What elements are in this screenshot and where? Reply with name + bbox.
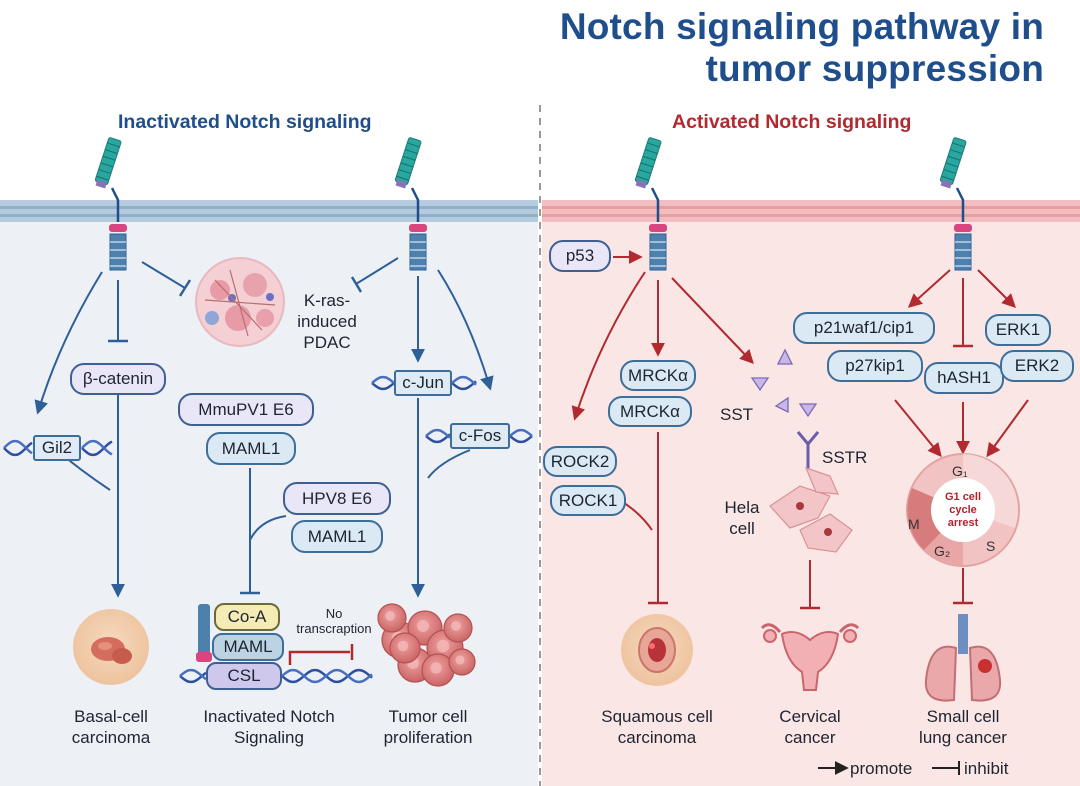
right-section-header: Activated Notch signaling xyxy=(672,111,912,133)
dna-gil2-right xyxy=(81,439,113,457)
c-jun-box: c-Jun xyxy=(394,370,452,396)
arrow-receptor2-to-cfos xyxy=(437,269,494,391)
arrow-notch-to-sst xyxy=(671,277,754,365)
notch-small-receptor-band xyxy=(196,652,212,662)
legend-arrows xyxy=(818,761,960,775)
legend-promote: promote xyxy=(850,759,913,778)
legend-inhibit: inhibit xyxy=(964,759,1009,778)
hela-cells-icon xyxy=(769,467,853,553)
lungs-icon xyxy=(924,614,1002,702)
maml-box: MAML xyxy=(212,633,284,661)
figure-title-line-1: Notch signaling pathway in xyxy=(559,6,1044,47)
rock2-box: ROCK2 xyxy=(543,446,617,477)
phase-s: S xyxy=(986,538,996,554)
hpv8-e6-box: HPV8 E6 xyxy=(283,482,391,515)
membrane-right xyxy=(542,200,1080,222)
notch-receptor-right-1 xyxy=(634,137,667,271)
no-transcription-inhibit xyxy=(288,644,354,665)
inhibit-receptor2-to-pdac xyxy=(355,257,399,285)
uterus-icon xyxy=(760,623,860,691)
notch-receptor-left-1 xyxy=(94,137,127,271)
arrow-notch2-to-p21 xyxy=(907,269,951,308)
arrow-erk-to-cycle xyxy=(986,399,1029,458)
sst-label: SST xyxy=(720,405,754,424)
pdac-tissue-icon xyxy=(195,257,285,347)
p27-box: p27kip1 xyxy=(827,350,923,382)
inhibit-receptor-to-pdac xyxy=(141,261,186,289)
coactivator-box: Co-A xyxy=(214,603,280,631)
p53-box: p53 xyxy=(549,240,611,272)
cell-cycle-diagram xyxy=(906,453,1020,567)
erk2-box: ERK2 xyxy=(1000,350,1074,382)
dna-cjun-left xyxy=(371,375,395,391)
arrow-notch2-to-erk xyxy=(977,269,1016,308)
arrow-receptor-to-gil2 xyxy=(34,271,103,415)
rock1-box: ROCK1 xyxy=(550,485,626,516)
squamous-cell-carcinoma-icon xyxy=(621,614,693,686)
membrane-left xyxy=(0,200,538,222)
mmupv1-e6-box: MmuPV1 E6 xyxy=(178,393,314,426)
notch-small-receptor xyxy=(198,604,210,660)
left-section-header: Inactivated Notch signaling xyxy=(118,111,372,133)
maml1-box-1: MAML1 xyxy=(206,432,296,465)
maml1-box-2: MAML1 xyxy=(291,520,383,553)
phase-m: M xyxy=(908,516,920,532)
dna-cfos-left xyxy=(425,428,451,444)
notch-receptor-right-2 xyxy=(939,137,972,271)
dna-cjun-right xyxy=(451,375,477,391)
beta-catenin-box: β-catenin xyxy=(70,363,166,395)
figure-title-line-2: tumor suppression xyxy=(705,48,1044,89)
sst-ligands xyxy=(750,348,818,418)
basal-cell-carcinoma-icon xyxy=(73,609,149,685)
mrck-alpha-box-2: MRCKα xyxy=(608,396,692,427)
arrow-p27-to-cycle xyxy=(894,399,942,458)
csl-box: CSL xyxy=(206,662,282,690)
right-arrows xyxy=(571,250,1029,610)
hash1-box: hASH1 xyxy=(924,362,1004,394)
sstr-label: SSTR xyxy=(822,448,868,467)
arrow-notch-to-rock xyxy=(571,271,646,421)
dna-cfos-right xyxy=(509,428,533,444)
dna-gil2-left xyxy=(3,439,33,457)
notch-receptor-left-2 xyxy=(394,137,427,271)
left-arrows xyxy=(34,257,494,598)
sstr-receptor xyxy=(796,431,820,470)
dna-csl-left xyxy=(179,668,207,684)
dna-csl-right xyxy=(281,668,373,684)
phase-g1: G₁ xyxy=(952,463,968,479)
tumor-proliferation-icon xyxy=(377,603,476,687)
phase-g2: G₂ xyxy=(934,543,951,559)
mrck-alpha-box-1: MRCKα xyxy=(620,360,696,391)
erk1-box: ERK1 xyxy=(985,314,1051,346)
p21-box: p21waf1/cip1 xyxy=(793,312,935,344)
gil2-box: Gil2 xyxy=(33,435,81,461)
c-fos-box: c-Fos xyxy=(450,423,510,449)
